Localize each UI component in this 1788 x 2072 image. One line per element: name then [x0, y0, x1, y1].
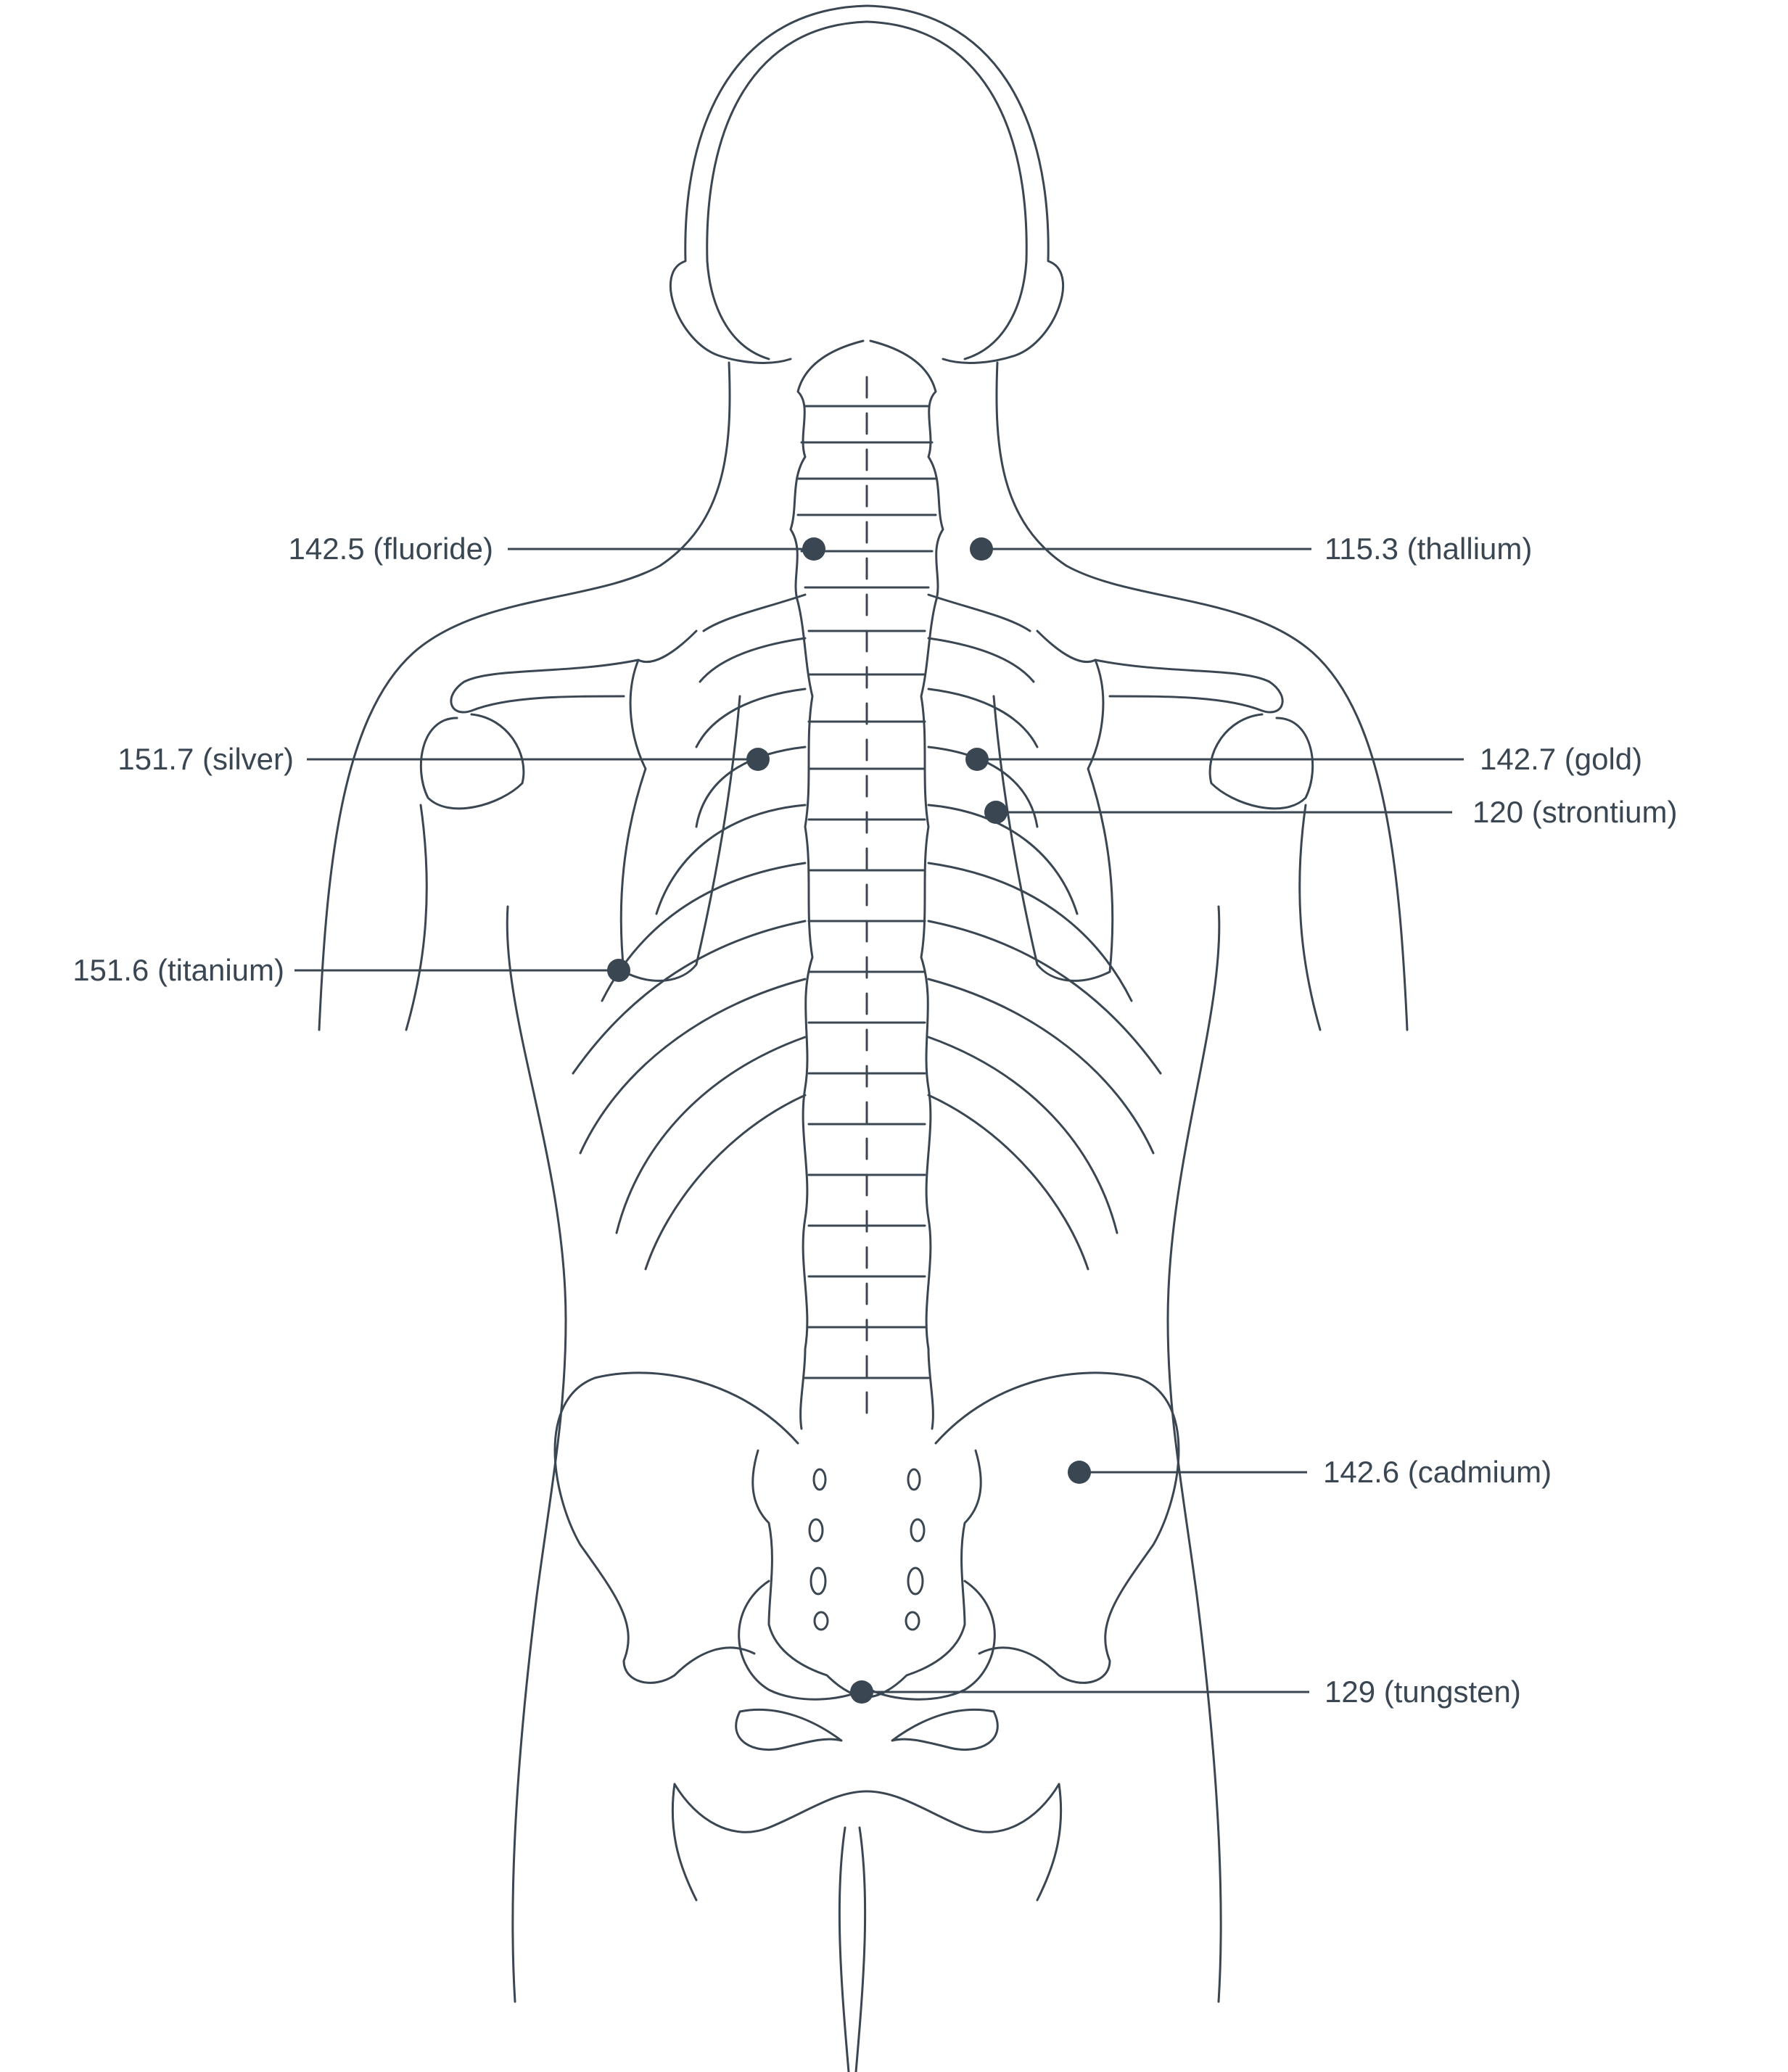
marker-tungsten — [850, 1680, 873, 1704]
pelvis — [555, 1373, 1179, 1900]
marker-strontium — [984, 801, 1008, 824]
spine — [791, 341, 943, 1429]
label-fluoride: 142.5 (fluoride) — [289, 532, 494, 566]
annotation-titanium: 151.6 (titanium) — [73, 953, 630, 987]
label-cadmium: 142.6 (cadmium) — [1323, 1455, 1552, 1489]
annotation-cadmium: 142.6 (cadmium) — [1068, 1455, 1552, 1489]
annotation-silver: 151.7 (silver) — [118, 742, 770, 776]
marker-silver — [746, 748, 770, 771]
label-titanium: 151.6 (titanium) — [73, 953, 284, 987]
body-outline — [319, 6, 1407, 2072]
marker-cadmium — [1068, 1461, 1091, 1484]
marker-gold — [965, 748, 989, 771]
annotation-thallium: 115.3 (thallium) — [970, 532, 1532, 566]
marker-titanium — [607, 959, 630, 982]
label-thallium: 115.3 (thallium) — [1324, 532, 1532, 566]
label-strontium: 120 (strontium) — [1472, 795, 1677, 829]
annotation-gold: 142.7 (gold) — [965, 742, 1642, 776]
label-silver: 151.7 (silver) — [118, 742, 294, 776]
marker-thallium — [970, 537, 993, 561]
label-tungsten: 129 (tungsten) — [1324, 1675, 1521, 1709]
marker-fluoride — [802, 537, 825, 561]
annotation-fluoride: 142.5 (fluoride) — [289, 532, 826, 566]
annotation-strontium: 120 (strontium) — [984, 795, 1677, 829]
label-gold: 142.7 (gold) — [1480, 742, 1642, 776]
annotation-tungsten: 129 (tungsten) — [850, 1675, 1521, 1709]
